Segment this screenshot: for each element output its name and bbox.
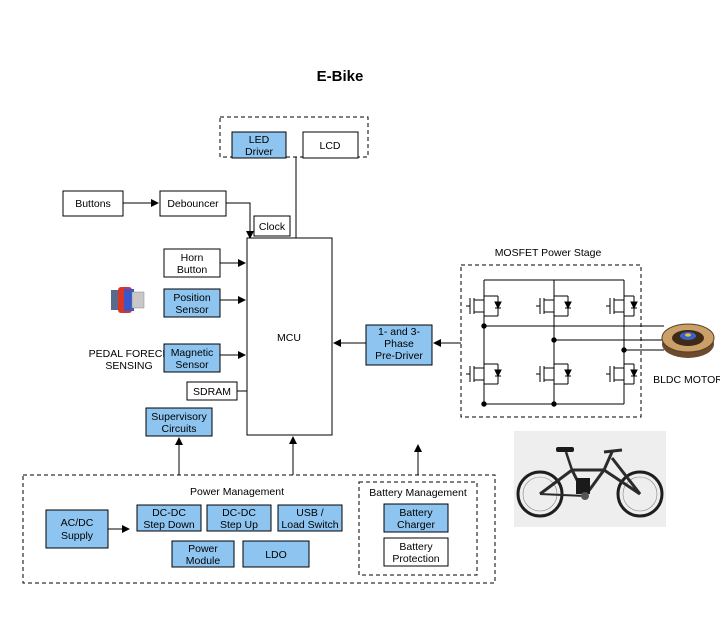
- svg-text:Protection: Protection: [392, 553, 439, 565]
- svg-text:Magnetic: Magnetic: [171, 347, 214, 359]
- magnetic-sensor-block: Magnetic Sensor: [163, 343, 221, 373]
- svg-text:Power: Power: [188, 543, 218, 555]
- svg-text:Load Switch: Load Switch: [281, 519, 338, 531]
- horn-button-block: Horn Button: [163, 248, 221, 278]
- lcd-block: LCD: [302, 131, 359, 159]
- ebike-photo: [514, 431, 666, 527]
- battery-management-group: [358, 481, 478, 576]
- page-title: E-Bike: [317, 68, 364, 85]
- svg-text:Driver: Driver: [245, 146, 274, 158]
- battery-management-label: Battery Management: [369, 487, 467, 499]
- svg-text:USB /: USB /: [296, 507, 324, 519]
- position-sensor-block: Position Sensor: [163, 288, 221, 318]
- step-up-block: DC-DC Step Up: [206, 504, 272, 532]
- led-driver-block: LED Driver: [231, 131, 287, 159]
- battery-charger-block: Battery Charger: [383, 503, 449, 533]
- svg-text:LDO: LDO: [265, 549, 287, 561]
- svg-text:Position: Position: [173, 292, 211, 304]
- svg-text:AC/DC: AC/DC: [61, 517, 94, 529]
- power-management-group: [22, 474, 496, 584]
- svg-text:SDRAM: SDRAM: [193, 386, 231, 398]
- svg-text:Debouncer: Debouncer: [167, 198, 219, 210]
- pre-driver-block: 1- and 3- Phase Pre-Driver: [365, 324, 433, 366]
- power-management-label: Power Management: [190, 486, 284, 498]
- svg-text:Phase: Phase: [384, 338, 414, 350]
- svg-text:MCU: MCU: [277, 332, 301, 344]
- bldc-motor-label: BLDC MOTOR: [653, 374, 720, 386]
- position-sensor-icon: [111, 287, 145, 313]
- usb-load-switch-block: USB / Load Switch: [277, 504, 343, 532]
- svg-text:DC-DC: DC-DC: [222, 507, 256, 519]
- svg-text:Sensor: Sensor: [175, 359, 209, 371]
- svg-text:Button: Button: [177, 264, 208, 276]
- clock-block: Clock: [253, 215, 291, 237]
- supervisory-block: Supervisory Circuits: [145, 407, 213, 437]
- power-module-block: Power Module: [171, 540, 235, 568]
- svg-text:Clock: Clock: [259, 221, 286, 233]
- pedal-force-label: PEDAL FORECE: [89, 348, 170, 360]
- svg-text:Module: Module: [186, 555, 221, 567]
- display-group: [219, 116, 369, 158]
- mosfet-stage-group: [460, 264, 642, 418]
- step-down-block: DC-DC Step Down: [136, 504, 202, 532]
- svg-text:Battery: Battery: [399, 541, 433, 553]
- svg-text:Supervisory: Supervisory: [151, 411, 207, 423]
- svg-text:Sensor: Sensor: [175, 304, 209, 316]
- svg-text:Battery: Battery: [399, 507, 433, 519]
- ldo-block: LDO: [242, 540, 310, 568]
- svg-text:Horn: Horn: [181, 252, 204, 264]
- svg-text:Buttons: Buttons: [75, 198, 111, 210]
- svg-text:1- and 3-: 1- and 3-: [378, 326, 421, 338]
- sdram-block: SDRAM: [186, 381, 238, 401]
- svg-text:LCD: LCD: [319, 140, 340, 152]
- mosfet-stage-label: MOSFET Power Stage: [495, 247, 602, 259]
- svg-text:Step Down: Step Down: [143, 519, 195, 531]
- svg-text:DC-DC: DC-DC: [152, 507, 186, 519]
- svg-text:Step Up: Step Up: [220, 519, 258, 531]
- acdc-supply-block: AC/DC Supply: [45, 509, 109, 549]
- svg-text:Circuits: Circuits: [161, 423, 196, 435]
- mcu-block: MCU: [246, 237, 333, 436]
- battery-protection-block: Battery Protection: [383, 537, 449, 567]
- debouncer-to-mcu-arrow: [226, 202, 254, 239]
- buttons-block: Buttons: [62, 190, 124, 217]
- bldc-motor-icon: [661, 323, 715, 358]
- svg-text:Charger: Charger: [397, 519, 435, 531]
- svg-text:Supply: Supply: [61, 530, 94, 542]
- svg-text:LED: LED: [249, 134, 270, 146]
- svg-text:Pre-Driver: Pre-Driver: [375, 350, 423, 362]
- mosfet-bridge-circuit: [466, 279, 664, 407]
- pedal-force-label-2: SENSING: [105, 360, 152, 372]
- debouncer-block: Debouncer: [159, 190, 227, 217]
